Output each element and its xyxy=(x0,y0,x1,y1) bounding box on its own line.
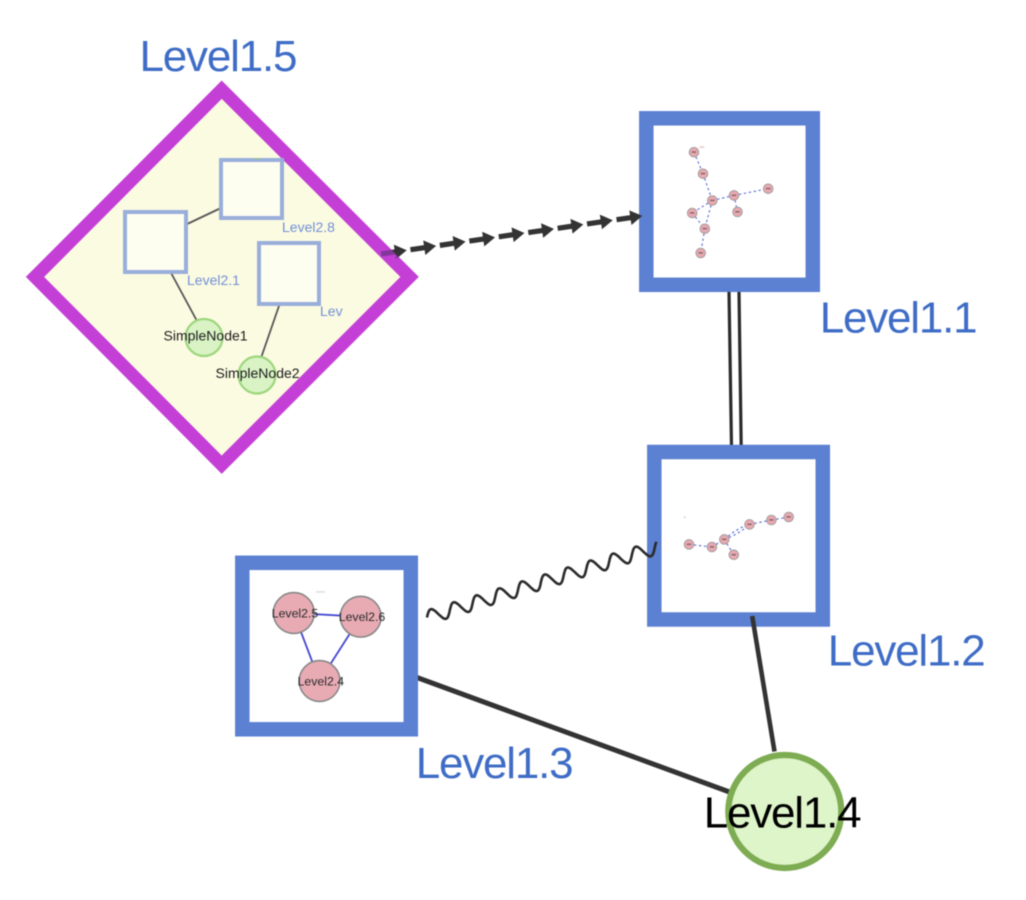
svg-text:Level2.5: Level2.5 xyxy=(272,607,319,621)
svg-text:Level2.8: Level2.8 xyxy=(282,219,335,235)
svg-text:SimpleNode2: SimpleNode2 xyxy=(216,365,300,381)
svg-text:Level1.2: Level1.2 xyxy=(828,627,985,676)
svg-text:Level2.6: Level2.6 xyxy=(339,610,386,624)
svg-text:Level1.4: Level1.4 xyxy=(704,789,861,838)
svg-text:Level1.3: Level1.3 xyxy=(416,739,573,788)
svg-text:Level1.5: Level1.5 xyxy=(140,32,297,81)
svg-text:Level2.4: Level2.4 xyxy=(298,675,345,689)
svg-text:Lev: Lev xyxy=(320,303,343,319)
svg-text:SimpleNode1: SimpleNode1 xyxy=(164,328,248,344)
svg-text:Level1.1: Level1.1 xyxy=(820,294,977,343)
svg-text:Level2.1: Level2.1 xyxy=(187,272,240,288)
